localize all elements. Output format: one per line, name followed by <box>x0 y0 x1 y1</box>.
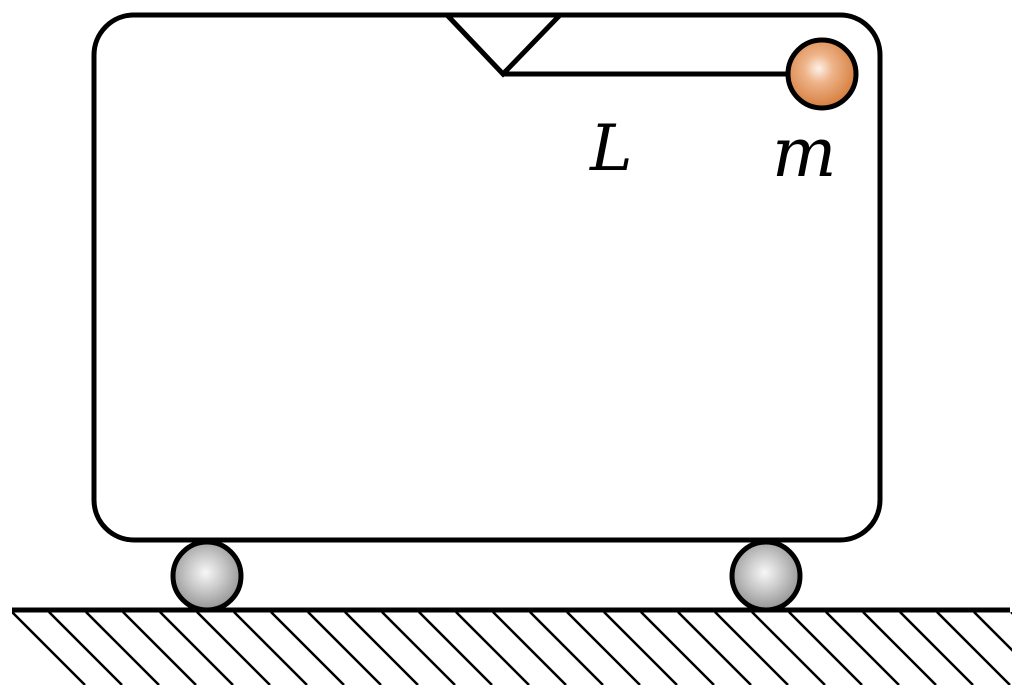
hatch-line <box>973 612 1012 652</box>
hatch-line <box>603 612 678 685</box>
hatch-line <box>751 612 826 685</box>
hatch-line <box>12 612 86 685</box>
mass-label: m <box>772 114 836 193</box>
hatch-line <box>862 612 937 685</box>
hatch-line <box>899 612 974 685</box>
ground-hatching <box>12 612 1012 685</box>
hatch-line <box>714 612 789 685</box>
hatch-line <box>270 612 345 685</box>
pendulum-bob <box>785 37 859 111</box>
hatch-line <box>677 612 752 685</box>
hatch-line <box>48 612 123 685</box>
left-wheel <box>170 539 244 613</box>
hatch-line <box>159 612 234 685</box>
hatch-line <box>196 612 271 685</box>
hatch-line <box>233 612 308 685</box>
hatch-line <box>936 612 1011 685</box>
hatch-line <box>122 612 197 685</box>
hatch-line <box>529 612 604 685</box>
hatch-line <box>307 612 382 685</box>
hatch-line <box>788 612 863 685</box>
hatch-line <box>825 612 900 685</box>
hatch-line <box>418 612 493 685</box>
right-wheel <box>729 539 803 613</box>
hatch-line <box>1010 612 1012 615</box>
hatch-line <box>566 612 641 685</box>
hatch-line <box>85 612 160 685</box>
hatch-line <box>381 612 456 685</box>
hatch-line <box>640 612 715 685</box>
length-label: L <box>589 112 633 186</box>
hatch-line <box>344 612 419 685</box>
hatch-line <box>455 612 530 685</box>
cart-body <box>91 12 883 543</box>
hatch-line <box>492 612 567 685</box>
